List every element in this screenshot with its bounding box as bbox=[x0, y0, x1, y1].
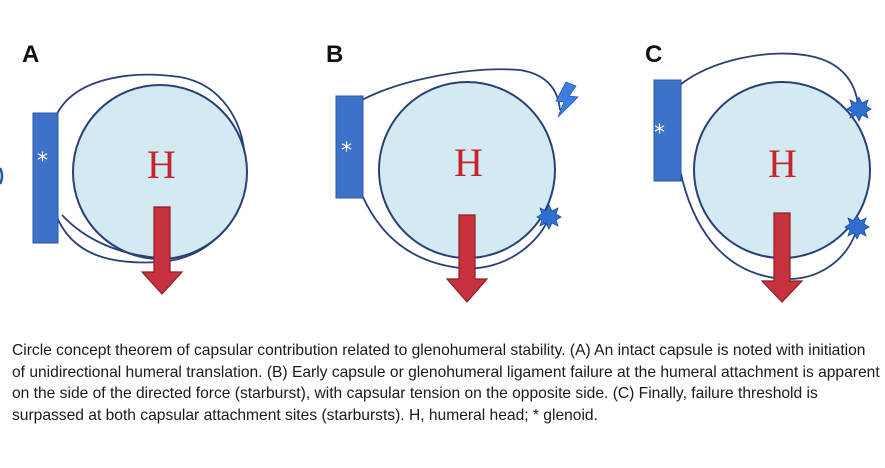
panel-letter-a: A bbox=[22, 41, 39, 68]
down-arrow-icon bbox=[140, 206, 184, 295]
panel-letter-c: C bbox=[645, 41, 662, 68]
panel-c: C * H bbox=[645, 41, 872, 303]
humeral-head-label-a: H bbox=[147, 142, 176, 187]
glenoid-mark-c: * bbox=[654, 121, 665, 146]
glenoid-a bbox=[32, 112, 59, 244]
starburst-icon bbox=[846, 96, 872, 122]
glenoid-mark-b: * bbox=[341, 139, 352, 164]
starburst-icon bbox=[844, 214, 870, 240]
humeral-head-label-c: H bbox=[768, 141, 797, 186]
circle-concept-figure: A * H B * H C * H bbox=[0, 41, 872, 303]
humeral-head-label-b: H bbox=[454, 140, 483, 185]
figure-caption: Circle concept theorem of capsular contr… bbox=[12, 342, 880, 424]
lightning-bolt-icon bbox=[555, 81, 579, 118]
panel-letter-b: B bbox=[326, 41, 343, 68]
glenoid-c bbox=[653, 79, 682, 182]
panel-b: B * H bbox=[326, 41, 579, 303]
glenoid-mark-a: * bbox=[37, 149, 48, 174]
capsule-c-top bbox=[679, 52, 859, 106]
glenoid-b bbox=[335, 95, 364, 199]
capsule-b-top bbox=[361, 68, 561, 111]
down-arrow-icon bbox=[760, 212, 804, 303]
down-arrow-icon bbox=[445, 214, 489, 303]
starburst-icon bbox=[536, 204, 562, 230]
panel-a: A * H bbox=[22, 41, 248, 295]
capsule-a-inner bbox=[61, 214, 161, 259]
left-edge-fragment bbox=[0, 167, 4, 185]
